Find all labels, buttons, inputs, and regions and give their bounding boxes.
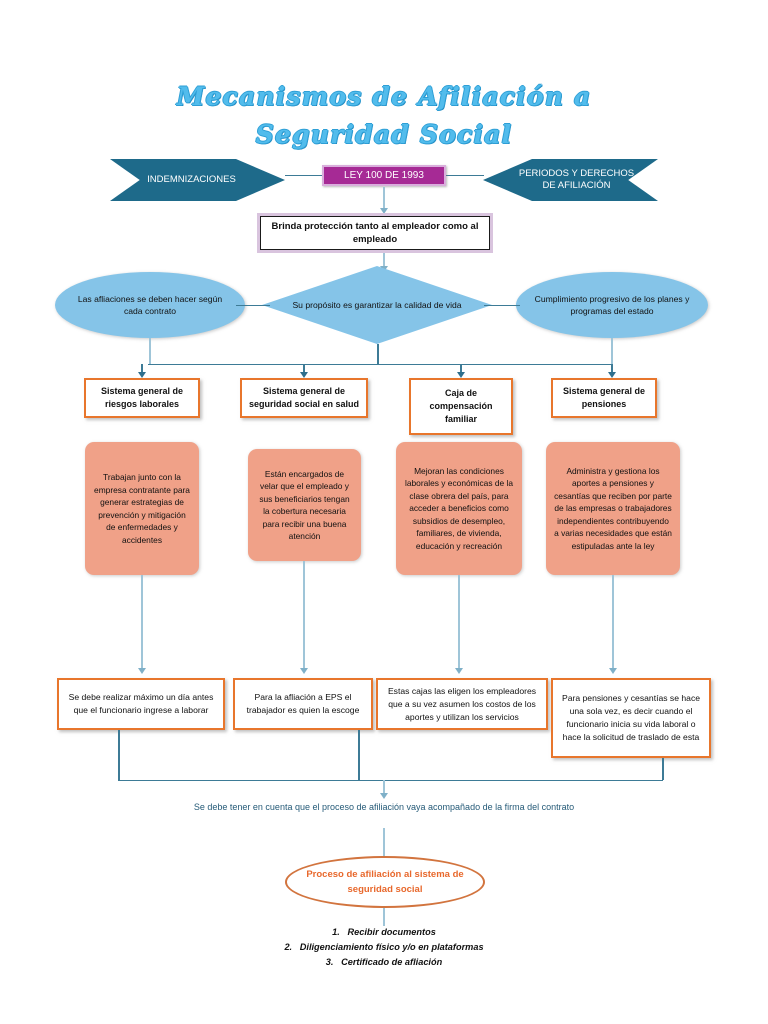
system-bottom-1-label: Se debe realizar máximo un día antes que… — [68, 692, 214, 715]
arrow-detail-1-bottom — [138, 668, 146, 674]
banner-indemnizaciones: INDEMNIZACIONES — [110, 159, 285, 201]
title-line-2: Seguridad Social — [255, 120, 513, 149]
arrow-system-4 — [608, 372, 616, 378]
step-item-3: 3. Certificado de afliación — [325, 957, 443, 967]
connector-ellipse-left-diamond — [236, 305, 270, 307]
system-detail-4-label: Administra y gestiona los aportes a pens… — [554, 465, 672, 551]
system-bottom-2: Para la afliación a EPS el trabajador es… — [233, 678, 373, 730]
banner-indemnizaciones-label: INDEMNIZACIONES — [147, 174, 236, 185]
system-detail-4: Administra y gestiona los aportes a pens… — [546, 442, 680, 575]
arrow-to-note — [380, 793, 388, 799]
drop-system-1 — [141, 364, 143, 374]
drop-ellipse-left — [149, 338, 151, 364]
system-detail-2: Están encargados de velar que el emplead… — [248, 449, 361, 561]
system-header-4: Sistema general de pensiones — [551, 378, 657, 418]
system-detail-3-label: Mejoran las condiciones laborales y econ… — [404, 465, 513, 551]
banner-periodos-derechos-label: PERIODOS Y DERECHOS DE AFILIACIÓN — [518, 168, 635, 191]
ellipse-afiliaciones: Las afliaciones se deben hacer según cad… — [55, 272, 245, 338]
system-bottom-3: Estas cajas las eligen los empleadores q… — [376, 678, 548, 730]
law-box: LEY 100 DE 1993 — [322, 165, 446, 186]
riser-bottom-4 — [662, 758, 664, 780]
connector-detail-1-bottom — [141, 575, 143, 670]
system-bottom-3-label: Estas cajas las eligen los empleadores q… — [387, 685, 537, 722]
arrow-system-1 — [138, 372, 146, 378]
connector-oval-to-steps — [383, 908, 385, 926]
arrow-detail-4-bottom — [609, 668, 617, 674]
connector-detail-3-bottom — [458, 575, 460, 670]
system-header-3: Caja de compensación familiar — [409, 378, 513, 435]
note-text: Se debe tener en cuenta que el proceso d… — [184, 800, 584, 814]
arrow-system-3 — [457, 372, 465, 378]
drop-system-4 — [611, 364, 613, 374]
system-bottom-4: Para pensiones y cesantías se hace una s… — [551, 678, 711, 758]
system-detail-3: Mejoran las condiciones laborales y econ… — [396, 442, 522, 575]
diamond-proposito-label: Su propósito es garantizar la calidad de… — [292, 300, 462, 310]
law-box-label: LEY 100 DE 1993 — [344, 170, 424, 181]
connector-law-to-protection — [383, 187, 385, 210]
connector-right-banner — [446, 175, 484, 177]
drop-system-3 — [460, 364, 462, 374]
ellipse-afiliaciones-label: Las afliaciones se deben hacer según cad… — [77, 294, 223, 316]
system-detail-2-label: Están encargados de velar que el emplead… — [259, 468, 350, 542]
protection-box-label: Brinda protección tanto al empleador com… — [271, 221, 479, 245]
connector-left-banner — [285, 175, 323, 177]
drop-ellipse-right — [611, 338, 613, 364]
bus-convergence — [118, 780, 663, 782]
system-header-3-label: Caja de compensación familiar — [429, 388, 493, 424]
step-item-1: 1. Recibir documentos — [332, 927, 436, 937]
bus-systems — [148, 364, 613, 366]
connector-detail-4-bottom — [612, 575, 614, 670]
system-detail-1: Trabajan junto con la empresa contratant… — [85, 442, 199, 575]
riser-bottom-1 — [118, 730, 120, 780]
note-label: Se debe tener en cuenta que el proceso d… — [193, 802, 575, 812]
connector-protection-to-diamond — [383, 253, 385, 269]
step-item-2: 2. Diligenciamiento físico y/o en plataf… — [284, 942, 484, 952]
system-header-1: Sistema general de riesgos laborales — [84, 378, 200, 418]
system-detail-1-label: Trabajan junto con la empresa contratant… — [94, 472, 190, 545]
page-title: Mecanismos de Afiliación a Seguridad Soc… — [0, 78, 768, 154]
ellipse-cumplimiento-label: Cumplimiento progresivo de los planes y … — [534, 294, 690, 316]
system-bottom-4-label: Para pensiones y cesantías se hace una s… — [561, 693, 701, 742]
process-oval: Proceso de afiliación al sistema de segu… — [285, 856, 485, 908]
system-bottom-2-label: Para la afliación a EPS el trabajador es… — [246, 692, 360, 715]
ellipse-cumplimiento: Cumplimiento progresivo de los planes y … — [516, 272, 708, 338]
connector-detail-2-bottom — [303, 561, 305, 670]
system-bottom-1: Se debe realizar máximo un día antes que… — [57, 678, 225, 730]
system-header-2: Sistema general de seguridad social en s… — [240, 378, 368, 418]
title-line-1: Mecanismos de Afiliación a — [176, 82, 592, 111]
system-header-4-label: Sistema general de pensiones — [562, 386, 646, 409]
connector-ellipse-right-diamond — [484, 305, 520, 307]
diamond-proposito: Su propósito es garantizar la calidad de… — [262, 266, 492, 344]
system-header-1-label: Sistema general de riesgos laborales — [100, 386, 184, 409]
process-oval-label: Proceso de afiliación al sistema de segu… — [306, 869, 464, 895]
banner-periodos-derechos: PERIODOS Y DERECHOS DE AFILIACIÓN — [483, 159, 658, 201]
system-header-2-label: Sistema general de seguridad social en s… — [248, 386, 360, 409]
arrow-law-to-protection — [380, 208, 388, 214]
drop-diamond — [377, 344, 379, 364]
drop-system-2 — [303, 364, 305, 374]
arrow-system-2 — [300, 372, 308, 378]
arrow-detail-2-bottom — [300, 668, 308, 674]
steps-list: 1. Recibir documentos 2. Diligenciamient… — [184, 925, 584, 970]
protection-box: Brinda protección tanto al empleador com… — [257, 213, 493, 253]
arrow-detail-3-bottom — [455, 668, 463, 674]
connector-note-to-oval — [383, 828, 385, 858]
riser-bottom-2 — [358, 730, 360, 780]
drop-to-note — [383, 780, 385, 795]
